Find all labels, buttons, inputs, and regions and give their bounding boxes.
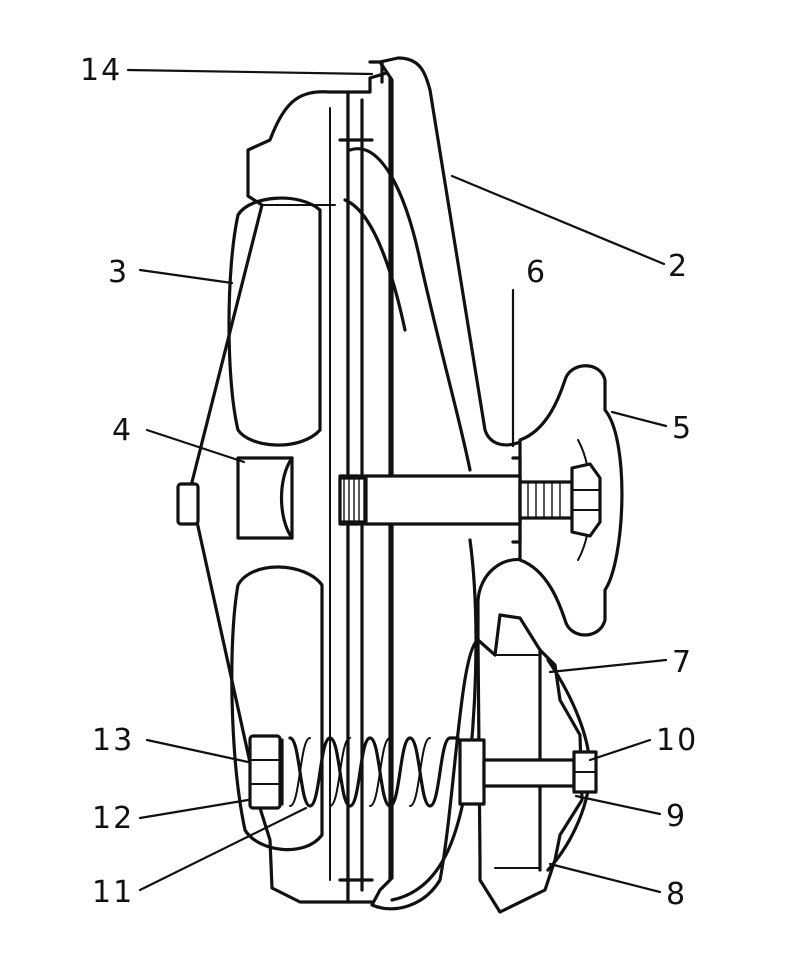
leader-14 <box>126 68 374 76</box>
callout-9: 9 <box>666 799 687 834</box>
leader-3 <box>138 268 234 285</box>
callout-12: 12 <box>92 801 134 836</box>
callout-14: 14 <box>80 53 122 88</box>
callout-4: 4 <box>112 413 133 448</box>
coil-spring <box>280 736 460 808</box>
callout-5: 5 <box>672 411 693 446</box>
leader-4 <box>145 428 246 464</box>
leader-12 <box>138 798 250 820</box>
callout-10: 10 <box>656 723 698 758</box>
callout-7: 7 <box>672 645 693 680</box>
leader-9 <box>574 794 662 816</box>
leader-7 <box>548 658 668 674</box>
callout-11: 11 <box>92 875 134 910</box>
leader-11 <box>138 806 308 892</box>
housing-frame <box>176 90 350 904</box>
callout-labels: 14 2 3 6 4 5 7 13 10 12 9 11 8 <box>80 53 698 912</box>
shaft <box>338 456 602 544</box>
callout-13: 13 <box>92 723 134 758</box>
callout-3: 3 <box>108 255 129 290</box>
leader-8 <box>548 862 662 894</box>
leader-13 <box>145 738 250 764</box>
leader-lines <box>126 68 668 894</box>
callout-6: 6 <box>526 255 547 290</box>
callout-2: 2 <box>668 249 689 284</box>
leader-10 <box>588 738 652 762</box>
spring-bolt <box>248 734 598 810</box>
callout-8: 8 <box>666 877 687 912</box>
leader-5 <box>610 410 668 428</box>
leader-2 <box>450 174 666 266</box>
